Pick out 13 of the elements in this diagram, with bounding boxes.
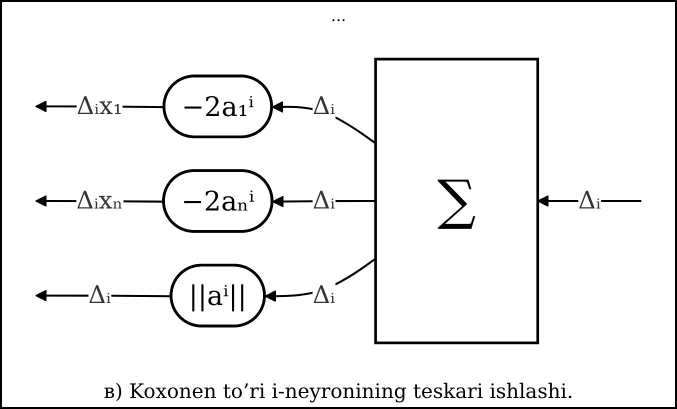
summation-box: ∑ [374,58,540,344]
weight-ellipse: −2a₁ⁱ [162,74,273,138]
edge-label: Δᵢx₁ [76,92,123,121]
ellipsis-label: ... [330,6,346,25]
edge-label: Δᵢxₙ [76,186,123,216]
caption: в) Koxonen to’ri i-neyronining teskari ishlashi. [104,379,574,403]
edge-label: Δᵢ [578,186,601,216]
edge-label: Δᵢ [312,92,336,121]
edge-label: Δᵢ [312,281,336,310]
edge-label: Δᵢ [88,281,111,310]
edge-label: Δᵢ [312,186,336,216]
weight-ellipse: ||aⁱ|| [170,264,266,328]
weight-ellipse: −2aₙⁱ [162,169,274,233]
